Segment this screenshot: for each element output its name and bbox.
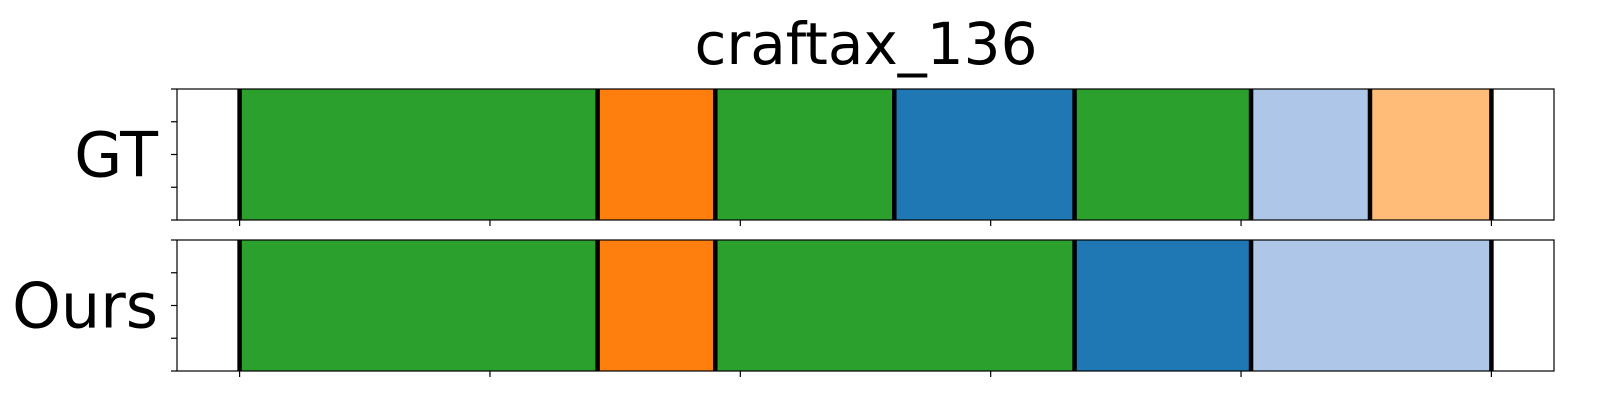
- segment-bar: [597, 89, 716, 220]
- segment-bar: [597, 240, 716, 371]
- row-panel-ours: Ours: [12, 239, 1555, 377]
- segment-bar: [894, 89, 1075, 220]
- segment-bar: [1251, 89, 1370, 220]
- segment-bar: [177, 89, 240, 220]
- segment-bar: [239, 89, 598, 220]
- segment-bar: [1251, 240, 1492, 371]
- row-label-gt: GT: [74, 119, 159, 192]
- segment-bar: [1074, 240, 1252, 371]
- segment-bar: [715, 89, 895, 220]
- segment-bar: [239, 240, 598, 371]
- segment-bar: [1074, 89, 1252, 220]
- segment-bar: [177, 240, 240, 371]
- segment-bar: [1491, 89, 1554, 220]
- segment-bar: [1369, 89, 1492, 220]
- segment-bar: [1491, 240, 1554, 371]
- row-panel-gt: GT: [74, 88, 1555, 226]
- segment-bar: [715, 240, 1075, 371]
- chart-title: craftax_136: [695, 10, 1038, 78]
- row-label-ours: Ours: [12, 270, 158, 343]
